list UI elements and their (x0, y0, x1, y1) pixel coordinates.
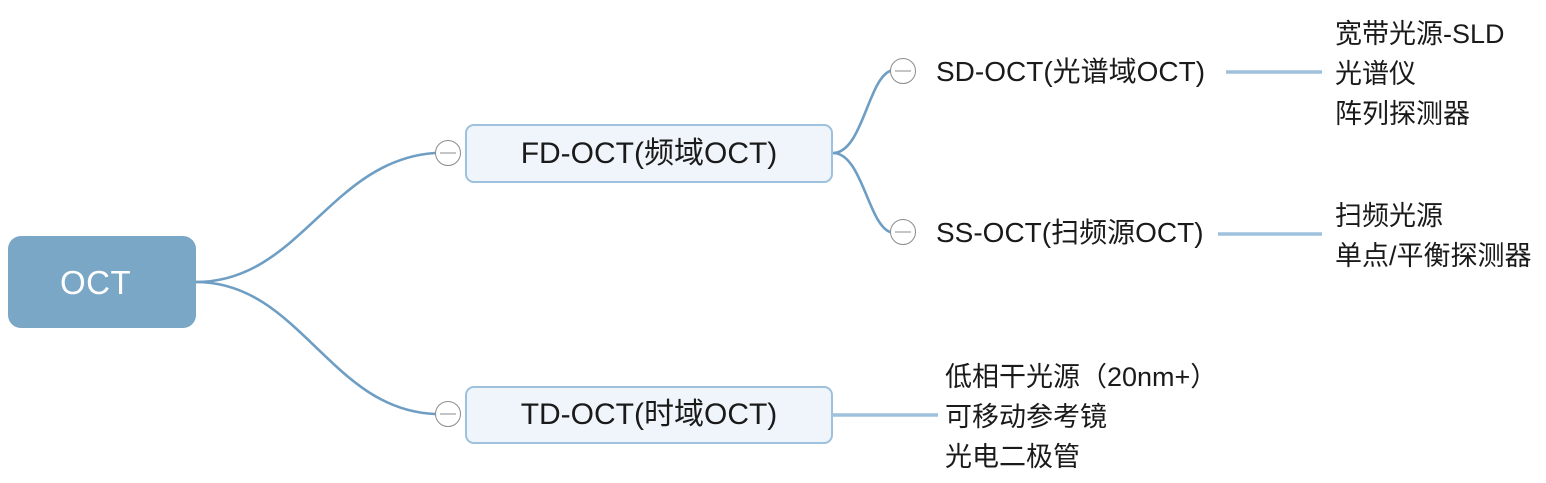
edge-root-to-fd (194, 151, 437, 284)
leaf-item: 单点/平衡探测器 (1335, 241, 1532, 271)
edge-root-to-td (194, 280, 437, 416)
minus-circle-icon-td[interactable] (435, 401, 461, 427)
node-fd-oct[interactable]: FD-OCT(频域OCT) (465, 124, 833, 183)
root-node-oct[interactable]: OCT (8, 236, 196, 328)
node-ss-oct-label: SS-OCT(扫频源OCT) (936, 217, 1204, 248)
leaf-item: 宽带光源-SLD (1335, 19, 1505, 49)
root-node-label: OCT (60, 263, 132, 301)
node-td-oct[interactable]: TD-OCT(时域OCT) (465, 386, 833, 444)
leaf-item: 可移动参考镜 (945, 402, 1107, 432)
leaf-item: 光谱仪 (1335, 59, 1416, 89)
minus-circle-icon-sd[interactable] (890, 58, 916, 84)
leaf-item: 低相干光源（20nm+） (945, 362, 1218, 392)
leaf-item: 光电二极管 (945, 442, 1080, 472)
node-sd-oct-label: SD-OCT(光谱域OCT) (936, 56, 1206, 87)
node-ss-oct[interactable]: SS-OCT(扫频源OCT) (936, 219, 1204, 247)
leaf-group-sd: 宽带光源-SLD 光谱仪 阵列探测器 (1335, 14, 1505, 134)
node-sd-oct[interactable]: SD-OCT(光谱域OCT) (936, 58, 1205, 86)
leaf-item: 扫频光源 (1335, 201, 1443, 231)
minus-circle-icon-fd[interactable] (435, 140, 461, 166)
leaf-item: 阵列探测器 (1335, 99, 1470, 129)
leaf-group-td: 低相干光源（20nm+） 可移动参考镜 光电二极管 (945, 357, 1217, 477)
leaf-group-ss: 扫频光源 单点/平衡探测器 (1335, 196, 1532, 276)
node-fd-oct-label: FD-OCT(频域OCT) (520, 136, 778, 170)
edge-fd-to-ss (831, 151, 892, 234)
edge-fd-to-sd (831, 69, 892, 155)
node-td-oct-label: TD-OCT(时域OCT) (520, 398, 778, 431)
minus-circle-icon-ss[interactable] (890, 219, 916, 245)
